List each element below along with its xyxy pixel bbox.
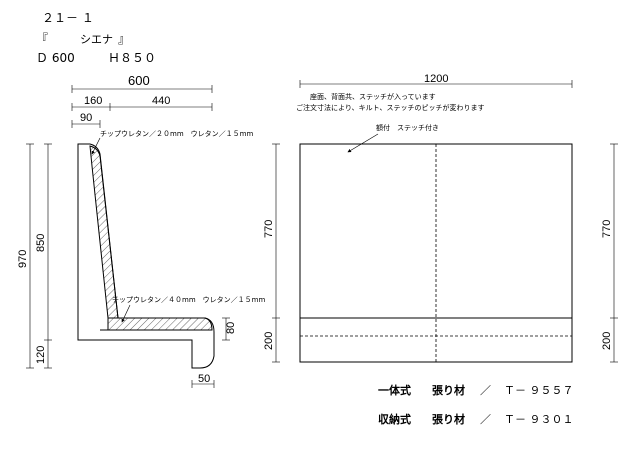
fabric-spec: 一体式 張り材 ／ Ｔ－ ９５５７ 収納式 張り材 ／ Ｔ－ ９３０１: [378, 383, 574, 426]
note-seat-material: チップウレタン／４０mm ウレタン／１５mm: [112, 295, 265, 304]
back-cushion: [89, 145, 119, 319]
note-back-material: チップウレタン／２０mm ウレタン／１５mm: [100, 129, 253, 138]
size-height: Ｈ８５０: [108, 51, 156, 65]
model-code: ２１－ １: [42, 11, 94, 25]
dim-front-back-height: 770: [263, 220, 275, 238]
dim-total-width: 600: [128, 73, 150, 88]
fabric-row2-type: 収納式: [378, 412, 411, 426]
fabric-row2-code: Ｔ－ ９３０１: [504, 413, 574, 426]
dim-seat-depth: 440: [152, 95, 170, 107]
note-stitch-1: 座面、背面共、ステッチが入っています: [310, 92, 436, 101]
fabric-row1-code: Ｔ－ ９５５７: [504, 384, 574, 397]
dim-front-radius: 50: [198, 373, 210, 385]
name-bracket-open: 『: [36, 32, 48, 46]
note-stitch-2: ご注文寸法により、キルト、ステッチのピッチが変わります: [296, 103, 484, 112]
dim-total-height: 970: [17, 250, 29, 268]
fabric-row1-label: 張り材: [432, 383, 465, 397]
dim-back-height: 850: [35, 234, 47, 252]
fabric-row1-type: 一体式: [378, 383, 411, 397]
seat-cushion: [107, 317, 213, 331]
dim-base-height: 120: [35, 346, 47, 364]
dim-seat-thickness: 80: [225, 322, 237, 334]
dim-right-back-height: 770: [601, 220, 613, 238]
front-view: 1200 座面、背面共、ステッチが入っています ご注文寸法により、キルト、ステッ…: [263, 73, 618, 363]
dim-width: 1200: [424, 73, 448, 85]
name-bracket-close: 』: [118, 32, 130, 46]
size-depth: Ｄ 600: [36, 51, 75, 65]
dim-back-depth: 160: [84, 95, 102, 107]
side-view: 600 160 440 90 970 850 120: [17, 73, 265, 388]
model-name: シエナ: [80, 33, 113, 46]
dim-right-seat-height: 200: [601, 332, 613, 350]
chair-profile: [77, 143, 215, 369]
dim-front-seat-height: 200: [263, 332, 275, 350]
fabric-row2-label: 張り材: [432, 412, 465, 426]
dim-top-width: 90: [80, 112, 92, 124]
note-stitch-type: 額付 ステッチ付き: [376, 123, 439, 132]
fabric-row1-sep: ／: [480, 384, 491, 397]
fabric-row2-sep: ／: [480, 413, 491, 426]
